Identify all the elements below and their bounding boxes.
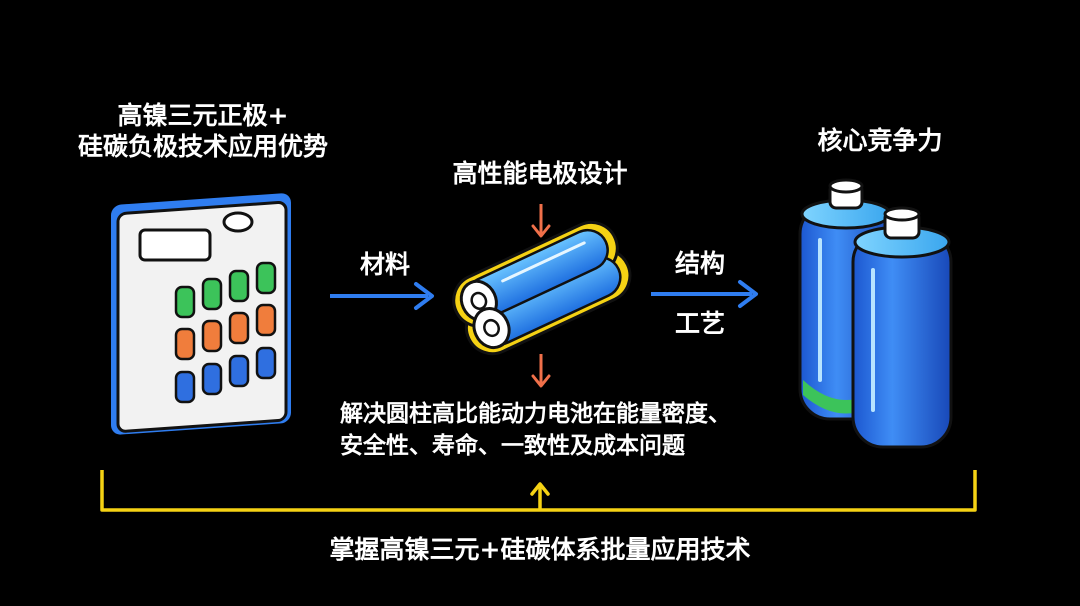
- cylindrical-cells-icon: [452, 220, 632, 356]
- arrow-material-icon: [330, 282, 434, 310]
- right-title: 核心竞争力: [817, 126, 943, 155]
- left-title-line1: 高镍三元正极+: [117, 101, 289, 130]
- arrow-structure-icon: [651, 280, 758, 308]
- pack-cells: [174, 261, 277, 404]
- arrow-down-bottom-icon: [531, 354, 551, 388]
- arrow-process-label: 工艺: [674, 309, 725, 338]
- middle-description-line1: 解决圆柱高比能动力电池在能量密度、: [340, 401, 731, 427]
- left-title: 高镍三元正极+ 硅碳负极技术应用优势: [58, 100, 348, 163]
- arrow-material-label: 材料: [359, 250, 410, 279]
- top-center-title: 高性能电极设计: [452, 159, 628, 188]
- bottom-summary: 掌握高镍三元+硅碳体系批量应用技术: [329, 535, 751, 564]
- left-title-line2: 硅碳负极技术应用优势: [77, 132, 328, 162]
- bottom-bracket-icon: [100, 470, 977, 512]
- middle-description: 解决圆柱高比能动力电池在能量密度、 安全性、寿命、一致性及成本问题: [340, 398, 731, 462]
- middle-description-line2: 安全性、寿命、一致性及成本问题: [340, 433, 685, 460]
- arrow-structure-label: 结构: [674, 249, 725, 278]
- large-cells-icon: [798, 178, 953, 449]
- battery-pack-icon: [111, 193, 291, 435]
- arrow-down-top-icon: [531, 204, 551, 238]
